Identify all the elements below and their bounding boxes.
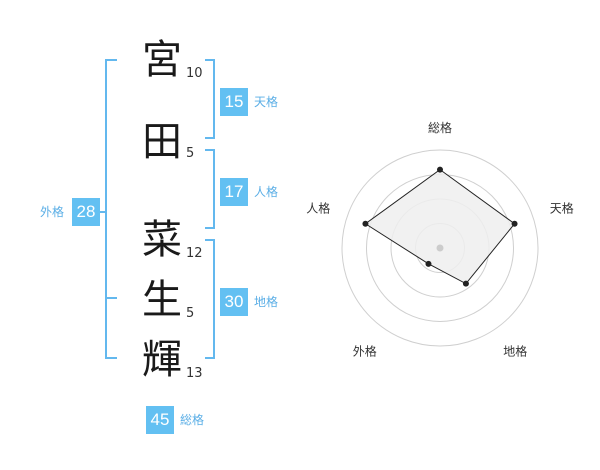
radar-point-5 [362, 220, 369, 227]
name-char-3: 菜 [142, 217, 182, 263]
stroke-count-1: 10 [186, 66, 203, 81]
radar-point-1 [437, 166, 443, 173]
chikaku-bracket [205, 239, 215, 359]
jinkaku-label: 人格 [254, 185, 279, 199]
stroke-count-4: 5 [186, 306, 195, 321]
soukaku-label: 総格 [180, 413, 205, 427]
radar-data-polygon [364, 168, 516, 285]
radar-point-4 [425, 260, 432, 267]
radar-center-dot [436, 244, 444, 252]
gaikaku-bracket [105, 59, 117, 359]
tenkaku-label: 天格 [254, 95, 279, 109]
radar-axis-label-3: 地格 [503, 344, 527, 359]
radar-axis-label-4: 外格 [353, 344, 377, 359]
jinkaku-bracket [205, 149, 215, 229]
chikaku-score-box: 30 [220, 288, 248, 316]
stroke-count-3: 12 [186, 246, 203, 261]
radar-point-2 [511, 220, 518, 227]
radar-axis-label-2: 天格 [550, 200, 574, 215]
stroke-count-2: 5 [186, 146, 195, 161]
gaikaku-score-box: 28 [72, 198, 100, 226]
name-char-2: 田 [142, 119, 182, 165]
gaikaku-label: 外格 [40, 205, 65, 219]
tenkaku-score-box: 15 [220, 88, 248, 116]
radar-point-3 [462, 280, 469, 287]
name-char-1: 宮 [142, 37, 182, 83]
radar-ring-4 [341, 149, 539, 347]
stroke-count-5: 13 [186, 366, 203, 381]
chikaku-label: 地格 [254, 295, 279, 309]
name-char-4: 生 [142, 277, 182, 323]
radar-axis-label-1: 総格 [428, 120, 452, 135]
jinkaku-score-box: 17 [220, 178, 248, 206]
radar-axis-label-5: 人格 [306, 200, 330, 215]
soukaku-score-box: 45 [146, 406, 174, 434]
tenkaku-bracket [205, 59, 215, 139]
name-char-5: 輝 [142, 337, 182, 383]
